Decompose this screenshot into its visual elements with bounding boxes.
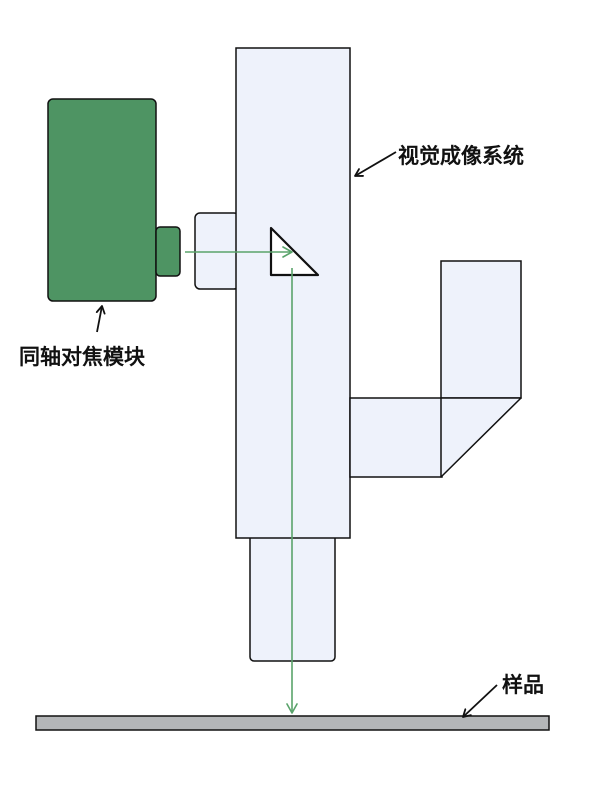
vision-system-label: 视觉成像系统 (398, 144, 524, 168)
side-arm-vertical-tube (440, 260, 522, 399)
side-arm-corner-housing (440, 397, 522, 478)
sample-callout-arrow (462, 684, 498, 718)
sample-plate (35, 715, 550, 731)
coaxial-module-callout-arrow (95, 305, 106, 333)
vision-system-callout-arrow (354, 151, 397, 177)
vision-system-body (235, 47, 351, 539)
coaxial-focus-module-label: 同轴对焦模块 (19, 345, 146, 369)
coaxial-focus-module-connector (155, 226, 181, 277)
side-coupling-tube (194, 212, 240, 290)
sample-label: 样品 (502, 673, 544, 697)
side-arm-horizontal-block (349, 397, 443, 478)
coaxial-focus-module-body (47, 98, 157, 302)
